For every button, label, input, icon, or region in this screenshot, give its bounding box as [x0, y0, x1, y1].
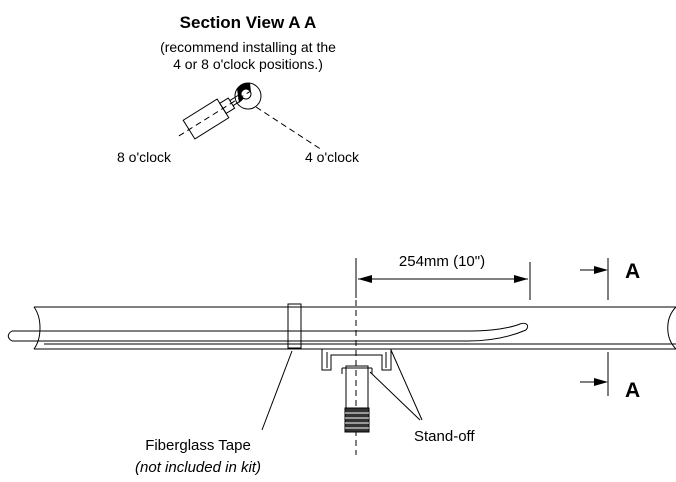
pipe-cross-section — [234, 82, 262, 110]
section-mark-top-label: A — [625, 260, 640, 283]
dimension-label: 254mm (10") — [399, 253, 485, 270]
tape-leader — [261, 350, 293, 431]
standoff-label: Stand-off — [414, 428, 475, 445]
standoff-leader-1 — [369, 371, 421, 421]
label-8-oclock: 8 o'clock — [117, 149, 172, 165]
section-view: Section View A A (recommend installing a… — [117, 13, 360, 165]
pipe — [33, 306, 676, 350]
label-4-oclock: 4 o'clock — [305, 149, 360, 165]
section-mark-bottom-label: A — [625, 379, 640, 402]
section-view-note-line1: (recommend installing at the — [160, 39, 336, 55]
main-view: 254mm (10") A A — [7, 253, 676, 476]
dimension-254mm: 254mm (10") — [355, 253, 531, 300]
four-oclock-leader — [255, 106, 323, 151]
section-view-note-line2: 4 or 8 o'clock positions.) — [173, 56, 323, 72]
section-view-title: Section View A A — [180, 13, 317, 32]
tape-note: (not included in kit) — [135, 459, 261, 476]
section-mark-bottom: A — [580, 352, 640, 402]
sensor-8-oclock — [178, 91, 251, 140]
sensor-cable — [7, 322, 529, 342]
tape-label: Fiberglass Tape — [145, 437, 251, 454]
stand-off-assembly — [321, 349, 423, 433]
fiberglass-tape — [261, 303, 302, 431]
sensor-thread — [344, 407, 370, 433]
section-mark-top: A — [580, 258, 640, 300]
standoff-leader-2 — [390, 349, 423, 421]
